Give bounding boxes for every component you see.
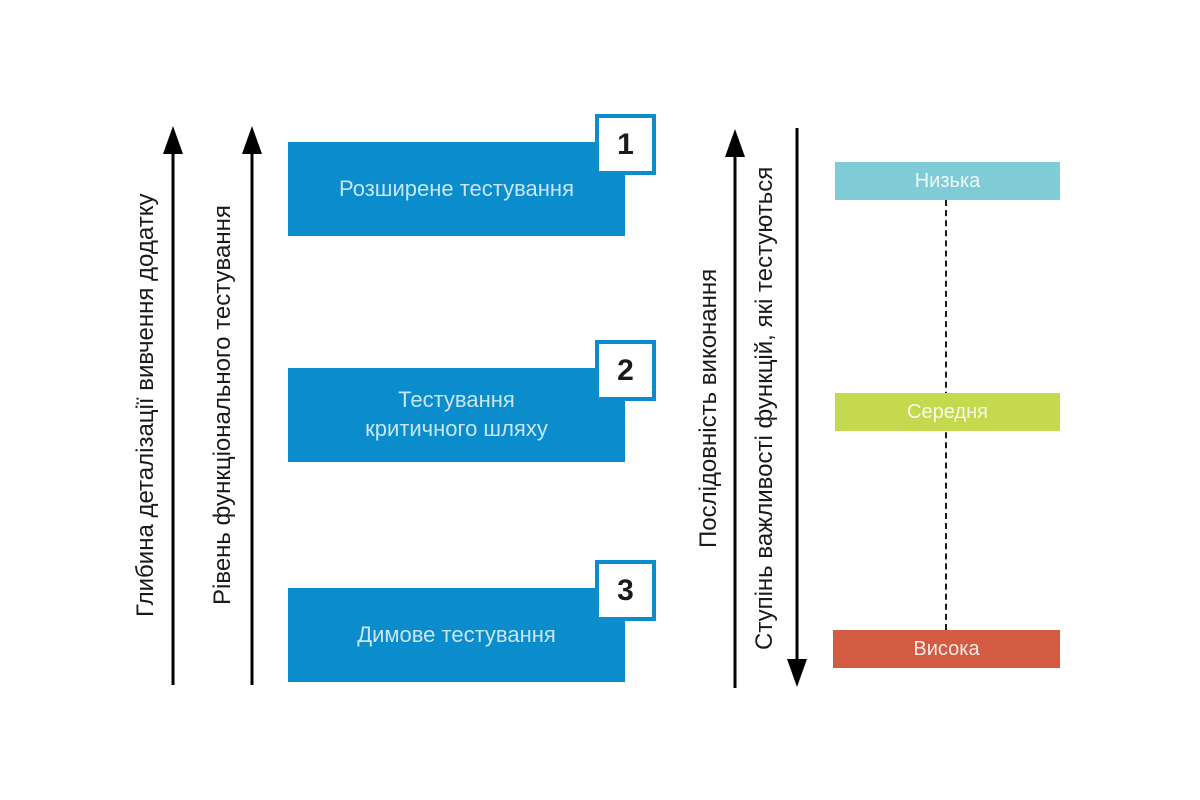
stage-badge-2: 2: [595, 340, 656, 401]
stage-badge-1-number: 1: [617, 127, 634, 161]
stage-box-1-label: Розширене тестування: [339, 175, 574, 201]
stage-badge-3: 3: [595, 560, 656, 621]
stage-box-2: Тестування критичного шляху: [288, 368, 625, 462]
down-arrow-icon: [787, 128, 807, 687]
axis-label-execution-order: Послідовність виконання: [695, 268, 722, 548]
stage-box-2-label: Тестування критичного шляху: [365, 387, 548, 441]
importance-level-low: Низька: [835, 162, 1060, 200]
stage-badge-3-number: 3: [617, 573, 634, 607]
importance-level-high-label: Висока: [913, 637, 980, 660]
stage-box-3-label: Димове тестування: [357, 621, 556, 647]
axis-label-function-importance: Ступінь важливості функцій, які тестують…: [751, 166, 778, 650]
importance-level-medium: Середня: [835, 393, 1060, 431]
axis-label-functional-testing-level: Рівень функціонального тестування: [209, 205, 236, 605]
up-arrow-icon: [163, 126, 183, 685]
stage-box-3: Димове тестування: [288, 588, 625, 682]
stage-box-1: Розширене тестування: [288, 142, 625, 236]
up-arrow-icon: [725, 129, 745, 688]
axis-label-depth-of-detail: Глибина деталізації вивчення додатку: [132, 193, 159, 617]
stage-badge-1: 1: [595, 114, 656, 175]
stage-badge-2-number: 2: [617, 353, 634, 387]
importance-level-medium-label: Середня: [907, 400, 988, 423]
importance-level-high: Висока: [833, 630, 1060, 668]
up-arrow-icon: [242, 126, 262, 685]
importance-level-low-label: Низька: [914, 169, 981, 192]
